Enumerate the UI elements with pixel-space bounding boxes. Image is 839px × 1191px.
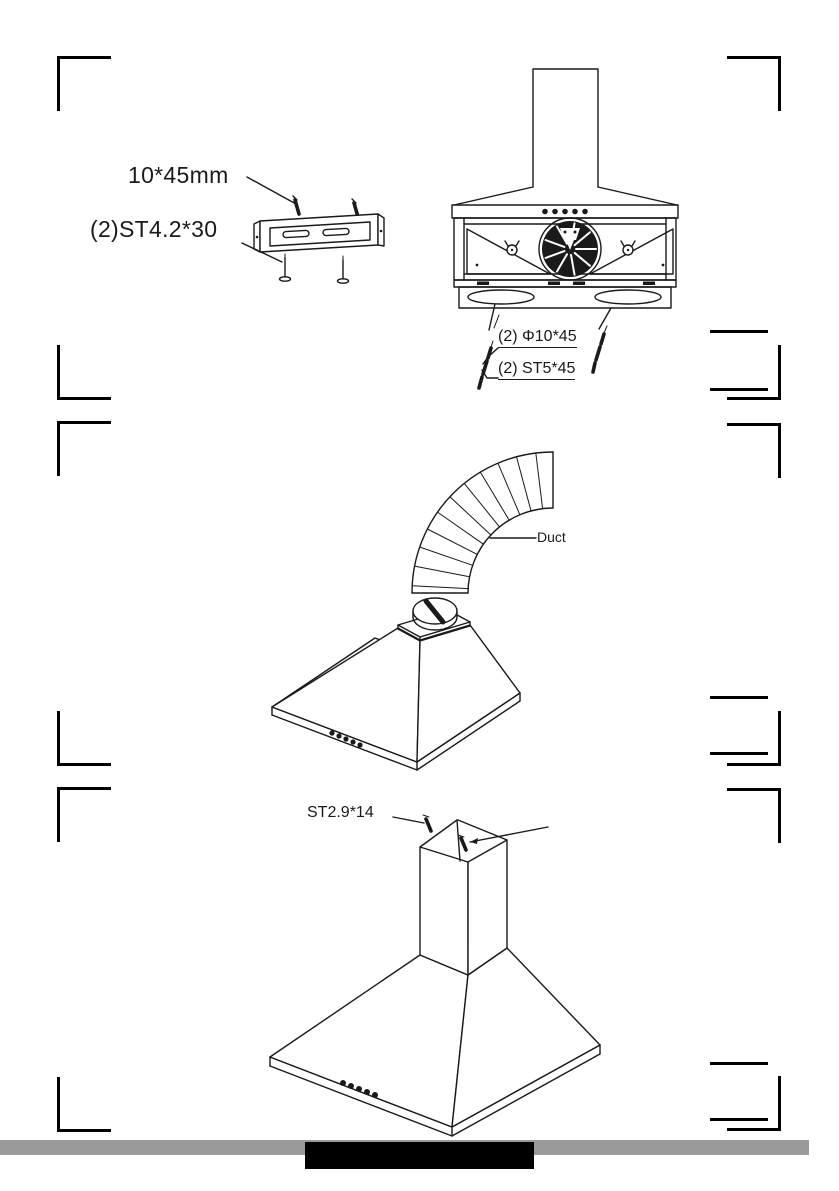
chimney-screw-label: ST2.9*14 xyxy=(307,804,374,821)
leader-line xyxy=(488,303,496,331)
leader-line xyxy=(392,816,425,824)
control-buttons xyxy=(329,730,363,748)
crop-mark xyxy=(727,345,781,400)
hood-front-figure xyxy=(445,60,685,400)
crop-mark xyxy=(57,56,111,111)
bracket-screw-label: (2)ST4.2*30 xyxy=(90,216,218,242)
leader-line xyxy=(241,242,283,263)
crop-mark xyxy=(57,345,111,400)
wall-anchor-icon xyxy=(351,198,360,219)
wall-anchor-icon xyxy=(292,195,301,216)
chimney xyxy=(419,819,508,976)
footer-black-bar xyxy=(305,1142,534,1169)
crop-mark xyxy=(727,1076,781,1131)
hood-front-drawing xyxy=(451,68,679,390)
fold-mark xyxy=(710,388,768,391)
duct-figure xyxy=(248,445,578,775)
bracket-anchor-label: 10*45mm xyxy=(128,162,229,188)
screw-icon xyxy=(591,325,608,374)
fold-mark xyxy=(710,1118,768,1121)
wall-anchor-icon xyxy=(477,340,494,390)
control-buttons xyxy=(542,208,588,215)
pyramid-canopy xyxy=(269,947,601,1128)
pyramid-canopy xyxy=(271,624,521,763)
bottom-band xyxy=(453,279,677,288)
wing-nut-icon xyxy=(620,240,636,256)
pin-icon xyxy=(493,314,500,329)
crop-mark xyxy=(57,711,111,766)
control-buttons xyxy=(340,1080,378,1098)
screw-icon xyxy=(336,255,350,284)
crop-mark xyxy=(727,56,781,111)
duct-elbow xyxy=(411,451,554,594)
wall-bracket-figure xyxy=(80,155,400,290)
leader-line xyxy=(246,176,297,205)
crop-mark xyxy=(727,423,781,478)
fold-mark xyxy=(710,330,768,333)
duct-label: Duct xyxy=(537,529,566,545)
duct-drawing xyxy=(271,451,554,771)
bracket-slot xyxy=(282,229,310,239)
leader-line xyxy=(482,347,499,365)
crop-mark xyxy=(727,711,781,766)
crop-mark xyxy=(57,787,111,842)
leader-line xyxy=(481,369,499,379)
screw-icon xyxy=(457,834,468,852)
mounting-bracket xyxy=(253,213,385,253)
fold-mark xyxy=(710,1062,768,1065)
blower-fan xyxy=(538,217,602,281)
duct-ribs xyxy=(411,452,544,590)
hood-anchor-label: (2) Φ10*45 xyxy=(498,328,577,348)
wall-bracket-drawing xyxy=(241,176,385,284)
crop-mark xyxy=(727,788,781,843)
leader-line xyxy=(598,307,612,330)
screw-direction-arrow xyxy=(469,826,549,844)
fold-mark xyxy=(710,752,768,755)
screw-icon xyxy=(278,253,292,282)
filter-oval xyxy=(594,289,662,305)
filter-oval xyxy=(467,289,535,305)
chimney xyxy=(532,68,599,188)
crop-mark xyxy=(57,421,111,476)
damper-flap xyxy=(423,598,446,625)
outlet-collar xyxy=(412,597,458,631)
assembled-hood-figure xyxy=(230,795,650,1145)
wing-nut-icon xyxy=(504,240,520,256)
grease-filter-tray xyxy=(458,286,672,309)
screw-icon xyxy=(422,814,433,833)
bracket-slot xyxy=(322,227,350,237)
hood-screw-label: (2) ST5*45 xyxy=(498,360,576,380)
crop-mark xyxy=(57,1077,111,1132)
fold-mark xyxy=(710,696,768,699)
assembled-hood-drawing xyxy=(269,814,601,1137)
